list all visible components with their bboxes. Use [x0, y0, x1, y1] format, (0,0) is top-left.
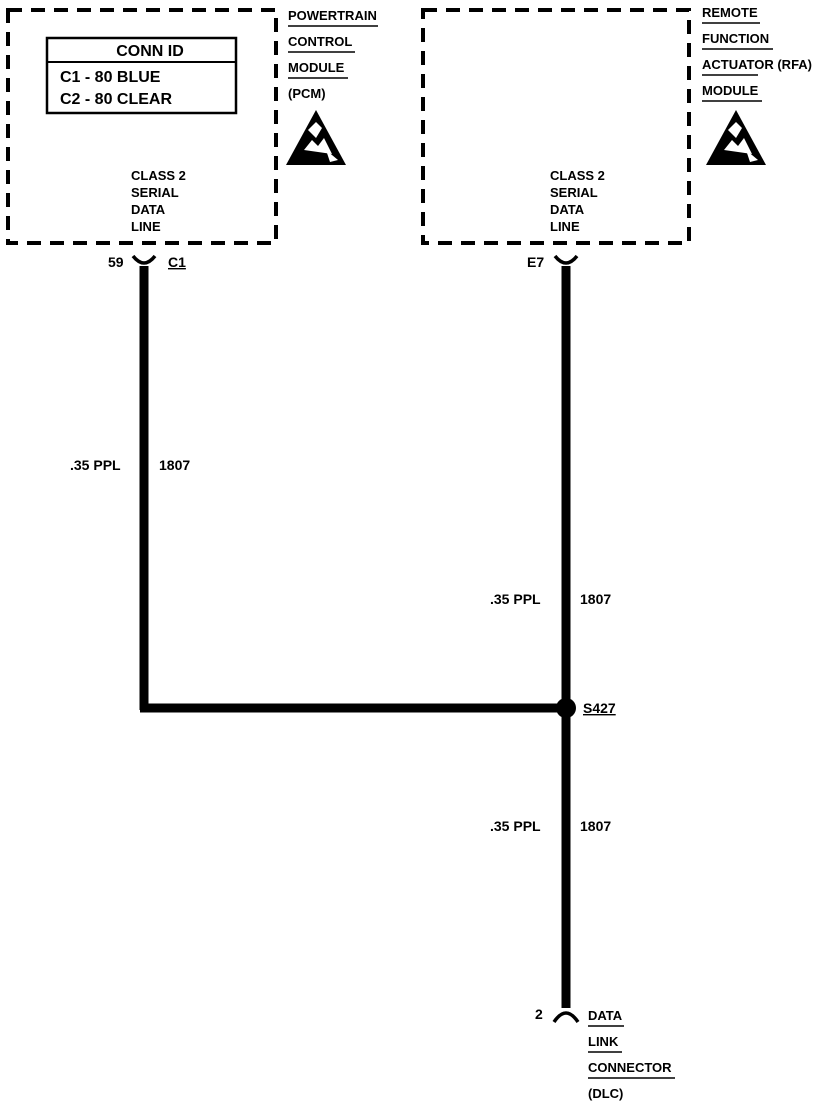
svg-text:REMOTE: REMOTE: [702, 5, 758, 20]
svg-text:(DLC): (DLC): [588, 1086, 623, 1101]
svg-text:CLASS 2: CLASS 2: [550, 168, 605, 183]
rfa-wire-circuit: 1807: [580, 591, 611, 607]
svg-text:DATA: DATA: [131, 202, 166, 217]
svg-text:ACTUATOR (RFA): ACTUATOR (RFA): [702, 57, 812, 72]
dlc-wire-size-color: .35 PPL: [490, 818, 541, 834]
dlc-wire-circuit: 1807: [580, 818, 611, 834]
pcm-connector-label: C1: [168, 254, 186, 270]
pcm-esd-warning-icon: [286, 110, 346, 165]
conn-id-box: CONN ID C1 - 80 BLUE C2 - 80 CLEAR: [45, 36, 238, 115]
conn-id-row-2: C2 - 80 CLEAR: [60, 91, 172, 108]
dlc-pin-label: 2: [535, 1006, 543, 1022]
svg-text:CONNECTOR: CONNECTOR: [588, 1060, 672, 1075]
rfa-wire-size-color: .35 PPL: [490, 591, 541, 607]
pcm-pin-label: 59: [108, 254, 124, 270]
pcm-module-box: [6, 8, 278, 245]
svg-text:CLASS 2: CLASS 2: [131, 168, 186, 183]
rfa-pin-label: E7: [527, 254, 544, 270]
splice-s427-dot: [556, 698, 576, 718]
svg-text:SERIAL: SERIAL: [131, 185, 179, 200]
conn-id-title: CONN ID: [116, 43, 184, 60]
splice-label: S427: [583, 700, 616, 716]
rfa-esd-warning-icon: [706, 110, 766, 165]
rfa-module-box: [421, 8, 691, 245]
svg-text:(PCM): (PCM): [288, 86, 326, 101]
svg-text:DATA: DATA: [550, 202, 585, 217]
rfa-signal-label: CLASS 2 SERIAL DATA LINE: [550, 168, 605, 234]
svg-text:CONTROL: CONTROL: [288, 34, 352, 49]
dlc-name: DATA LINK CONNECTOR (DLC): [588, 1008, 675, 1101]
svg-text:LINE: LINE: [131, 219, 161, 234]
rfa-name: REMOTE FUNCTION ACTUATOR (RFA) MODULE: [702, 5, 812, 102]
svg-text:DATA: DATA: [588, 1008, 623, 1023]
svg-text:LINK: LINK: [588, 1034, 619, 1049]
pcm-wire-circuit: 1807: [159, 457, 190, 473]
rfa-connector-symbol: [553, 254, 579, 265]
pcm-name: POWERTRAIN CONTROL MODULE (PCM): [288, 8, 378, 101]
pcm-wire-size-color: .35 PPL: [70, 457, 121, 473]
svg-text:MODULE: MODULE: [288, 60, 345, 75]
dlc-connector-symbol: [552, 1011, 580, 1024]
svg-text:MODULE: MODULE: [702, 83, 759, 98]
conn-id-row-1: C1 - 80 BLUE: [60, 69, 161, 86]
svg-text:LINE: LINE: [550, 219, 580, 234]
svg-text:SERIAL: SERIAL: [550, 185, 598, 200]
pcm-signal-label: CLASS 2 SERIAL DATA LINE: [131, 168, 186, 234]
svg-text:POWERTRAIN: POWERTRAIN: [288, 8, 377, 23]
svg-text:FUNCTION: FUNCTION: [702, 31, 769, 46]
pcm-connector-symbol: [131, 254, 157, 265]
